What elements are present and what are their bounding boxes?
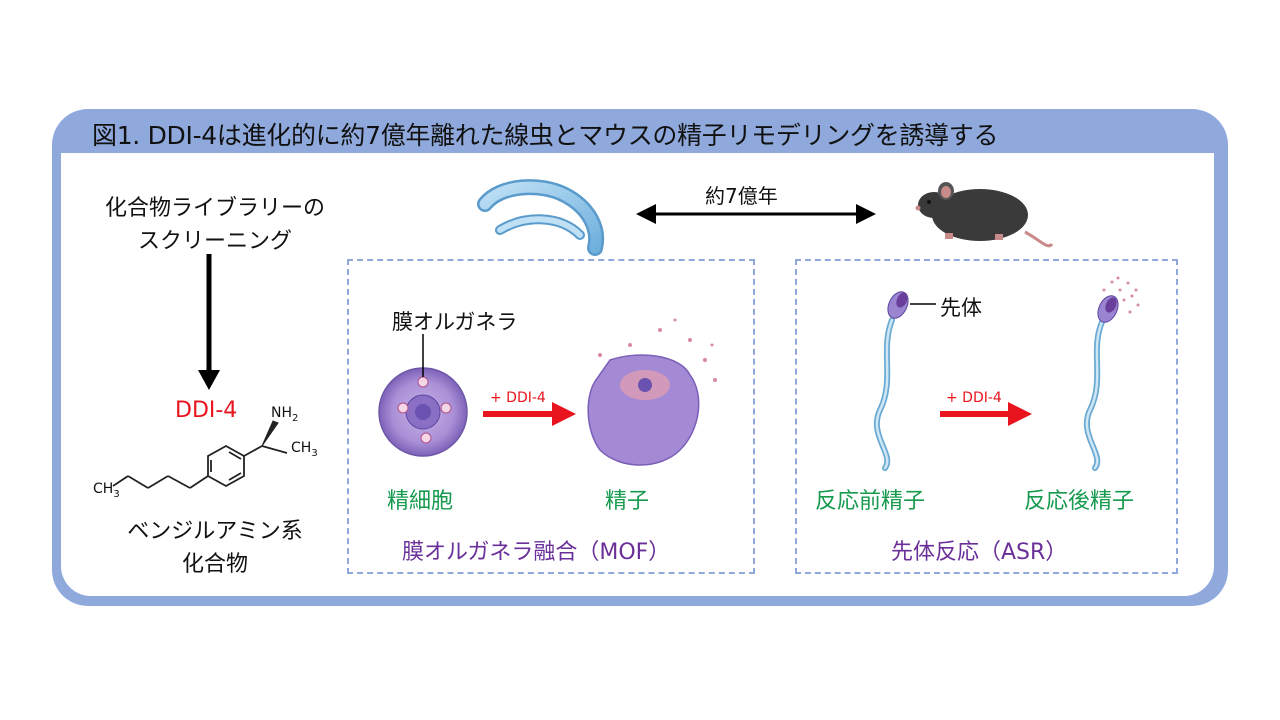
asr-treatment-arrow [940,402,1032,426]
mof-treatment-label: + DDI-4 [490,390,546,406]
spermatozoon-cell-icon [587,318,717,466]
asr-before-label: 反応前精子 [815,489,926,514]
organelle-label: 膜オルガネラ [392,310,518,334]
mof-process-label: 膜オルガネラ融合（MOF） [402,540,671,565]
evolution-distance: 約7億年 [705,184,778,208]
nematode-icon [477,179,605,256]
asr-process-label: 先体反応（ASR） [891,540,1068,565]
benzylamine-structure [112,420,288,489]
mof-after-label: 精子 [605,489,650,514]
evolution-double-arrow [636,204,876,224]
spermatid-cell-icon [378,334,468,457]
compound-class-line1: ベンジルアミン系 [127,519,303,544]
compound-name: DDI-4 [175,398,238,423]
asr-box [795,259,1178,574]
figure-title: 図1. DDI-4は進化的に約7億年離れた線虫とマウスの精子リモデリングを誘導す… [92,121,999,150]
ch3-right-label: CH3 [291,440,318,459]
screening-label-line1: 化合物ライブラリーの [104,196,325,221]
mof-treatment-arrow [483,402,576,426]
mof-box [347,259,755,574]
nh2-label: NH2 [271,405,299,424]
sperm-before-icon [873,291,936,471]
sperm-after-icon [1083,276,1140,471]
screening-down-arrow [198,254,220,390]
mof-before-label: 精細胞 [387,489,454,514]
compound-class-line2: 化合物 [181,552,248,577]
mouse-icon [915,182,1054,248]
ch3-left-label: CH3 [93,481,120,500]
screening-label-line2: スクリーニング [137,229,292,254]
asr-treatment-label: + DDI-4 [946,390,1002,406]
acrosome-label: 先体 [940,296,982,320]
asr-after-label: 反応後精子 [1024,489,1135,514]
